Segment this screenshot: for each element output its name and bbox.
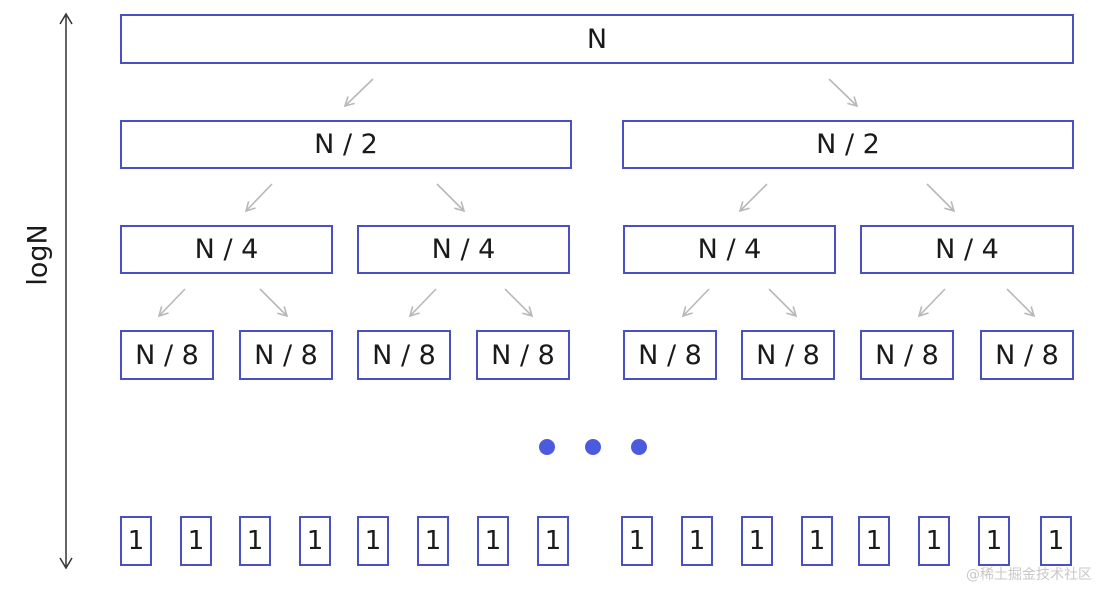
axis-arrow-bottom-icon <box>59 557 73 570</box>
leaf-node: 1 <box>741 516 773 566</box>
ellipsis-dot <box>631 439 647 455</box>
leaf-node: 1 <box>1040 516 1072 566</box>
node-n-eighth: N / 8 <box>741 330 835 380</box>
node-n-eighth: N / 8 <box>239 330 333 380</box>
node-n-half: N / 2 <box>622 120 1074 169</box>
split-arrow-icon <box>926 183 956 213</box>
ellipsis-dot <box>539 439 555 455</box>
leaf-node: 1 <box>681 516 713 566</box>
split-arrow-icon <box>917 288 946 318</box>
node-n-quarter: N / 4 <box>860 225 1074 274</box>
node-n-quarter: N / 4 <box>623 225 836 274</box>
node-n-eighth: N / 8 <box>476 330 570 380</box>
node-n-quarter: N / 4 <box>357 225 570 274</box>
node-n-eighth: N / 8 <box>980 330 1074 380</box>
leaf-node: 1 <box>477 516 509 566</box>
split-arrow-icon <box>343 78 374 108</box>
split-arrow-icon <box>157 288 186 318</box>
node-n-eighth: N / 8 <box>120 330 214 380</box>
axis-arrow-top-icon <box>59 12 73 25</box>
node-n-eighth: N / 8 <box>623 330 717 380</box>
node-n-eighth: N / 8 <box>357 330 451 380</box>
leaf-node: 1 <box>978 516 1010 566</box>
node-n-eighth: N / 8 <box>860 330 954 380</box>
node-n-half: N / 2 <box>120 120 572 169</box>
leaf-node: 1 <box>299 516 331 566</box>
split-arrow-icon <box>768 288 798 318</box>
split-arrow-icon <box>828 78 859 108</box>
leaf-node: 1 <box>858 516 890 566</box>
node-n-quarter: N / 4 <box>120 225 333 274</box>
leaf-node: 1 <box>239 516 271 566</box>
leaf-node: 1 <box>801 516 833 566</box>
split-arrow-icon <box>681 288 710 318</box>
split-arrow-icon <box>408 288 437 318</box>
leaf-node: 1 <box>537 516 569 566</box>
node-n: N <box>120 14 1074 64</box>
ellipsis-dot <box>585 439 601 455</box>
split-arrow-icon <box>259 288 289 318</box>
split-arrow-icon <box>1006 288 1036 318</box>
leaf-node: 1 <box>417 516 449 566</box>
leaf-node: 1 <box>180 516 212 566</box>
leaf-node: 1 <box>621 516 653 566</box>
split-arrow-icon <box>738 183 768 213</box>
leaf-node: 1 <box>120 516 152 566</box>
split-arrow-icon <box>244 183 273 213</box>
watermark: @稀土掘金技术社区 <box>966 567 1092 583</box>
leaf-node: 1 <box>357 516 389 566</box>
leaf-node: 1 <box>918 516 950 566</box>
split-arrow-icon <box>504 288 534 318</box>
split-arrow-icon <box>436 183 466 213</box>
